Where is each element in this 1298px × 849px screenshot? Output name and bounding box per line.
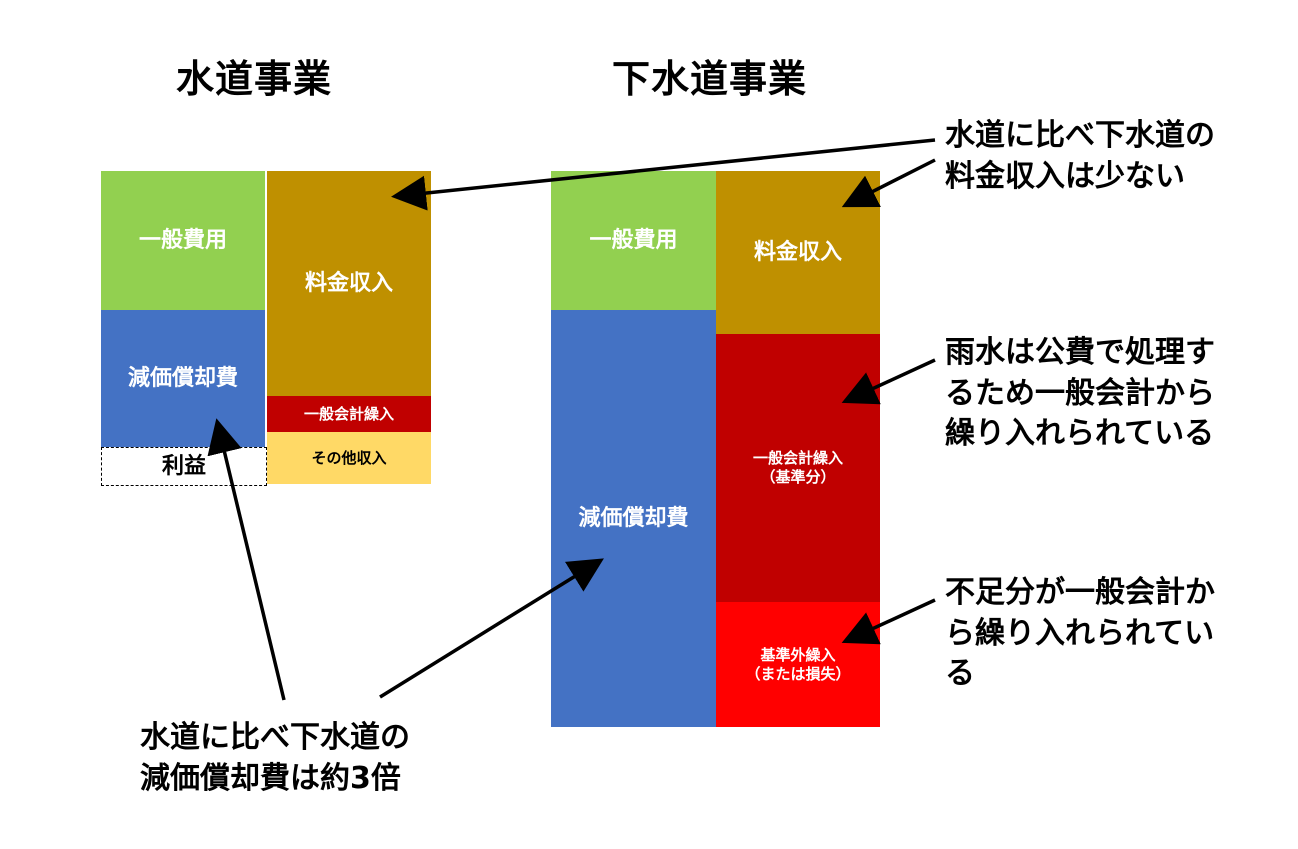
water-general-account-transfer-label: 一般会計繰入 [303,404,394,423]
note-fee-comparison: 水道に比べ下水道の 料金収入は少ない [945,116,1215,197]
sewer-standard-transfer-label: 一般会計繰入 [752,449,843,468]
sewer-depreciation-label: 減価償却費 [578,505,689,531]
arrow-to-sewer-fee-income [841,158,936,208]
sewer-title: 下水道事業 [612,57,808,101]
water-profit-label: 利益 [161,453,206,479]
water-other-income-label: その他収入 [311,448,387,467]
arrow-to-water-depreciation [207,418,286,701]
arrow-to-sewer-standard-transfer [841,358,936,405]
sewer-standard-transfer-sublabel: （基準分） [760,468,836,486]
sewer-fee-income-label: 料金収入 [753,239,842,265]
water-general-costs-label: 一般費用 [138,227,227,253]
sewer-general-costs: 一般費用 [551,171,716,310]
note-fee-comparison-line: 料金収入は少ない [945,158,1185,194]
sewer-general-costs-label: 一般費用 [589,227,678,253]
water-general-costs: 一般費用 [101,171,265,310]
arrow-to-sewer-depreciation [379,558,604,699]
note-rainwater: 雨水は公費で処理す るため一般会計から 繰り入れられている [945,333,1215,455]
water-other-income: その他収入 [267,432,431,484]
water-title: 水道事業 [176,57,333,101]
note-shortfall: 不足分が一般会計か ら繰り入れられてい る [945,573,1215,695]
water-depreciation-label: 減価償却費 [127,365,238,391]
water-general-account-transfer: 一般会計繰入 [267,396,431,432]
note-fee-comparison-line: 水道に比べ下水道の [945,118,1215,153]
note-shortfall-line: ら繰り入れられてい [945,615,1215,651]
note-rainwater-line: 雨水は公費で処理す [945,335,1215,370]
sewer-depreciation: 減価償却費 [551,310,716,727]
note-rainwater-line: 繰り入れられている [945,416,1215,451]
note-shortfall-line: 不足分が一般会計か [945,575,1215,610]
water-fee-income-label: 料金収入 [304,270,393,296]
note-shortfall-line: る [945,656,975,691]
sewer-extra-transfer-sublabel: （または損失） [745,664,851,683]
note-depreciation-comparison-line: 減価償却費は約3倍 [140,760,401,796]
arrow-to-water-fee-income [391,138,936,211]
note-rainwater-line: るため一般会計から [945,375,1215,411]
note-depreciation-comparison-line: 水道に比べ下水道の [140,720,410,755]
note-depreciation-comparison: 水道に比べ下水道の 減価償却費は約3倍 [140,718,410,799]
sewer-extra-transfer-label: 基準外繰入 [760,645,836,664]
arrow-to-sewer-extra-transfer [841,598,936,645]
